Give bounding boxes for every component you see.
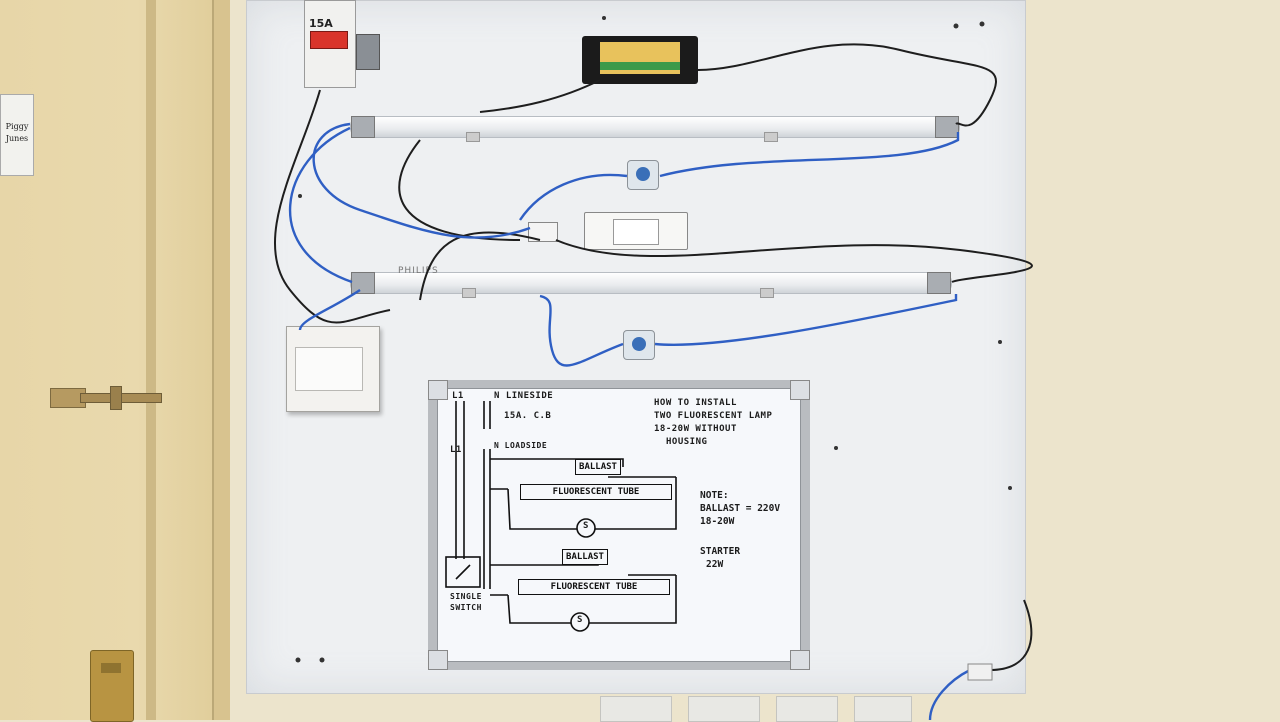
whiteboard-corner [790, 380, 810, 400]
wb-loadside: N LOADSIDE [494, 441, 548, 450]
wb-l1-top: L1 [452, 391, 464, 401]
wb-lineside: N LINESIDE [494, 391, 554, 401]
diagram-switch [445, 556, 481, 588]
wb-breaker: 15A. C.B [504, 411, 552, 421]
door-edge [146, 0, 156, 720]
wb-tube-2: FLUORESCENT TUBE [518, 579, 670, 595]
breaker-lever [310, 31, 348, 49]
switch-rocker [295, 347, 363, 391]
whiteboard-corner [428, 380, 448, 400]
wb-note-line: NOTE: [700, 490, 729, 501]
electronic-ballast [582, 36, 698, 84]
wb-switch-line: SWITCH [450, 603, 482, 612]
wall-plate [854, 696, 912, 722]
door-bolt [50, 386, 166, 410]
tube-clip [764, 132, 778, 142]
tube-end-cap [351, 272, 375, 294]
wb-note: NOTE: BALLAST = 220V 18-20W [700, 489, 780, 528]
starter-top [627, 160, 659, 190]
diagram-wire [507, 575, 677, 624]
ballast-body [613, 219, 659, 245]
tube-clip [466, 132, 480, 142]
tube-clip [760, 288, 774, 298]
wb-starter-2: S [577, 615, 583, 625]
tube-end-cap [927, 272, 951, 294]
whiteboard-corner [428, 650, 448, 670]
wall-plate [688, 696, 760, 722]
diagram-starter-2 [570, 612, 590, 632]
wb-ballast-1: BALLAST [575, 459, 621, 475]
wb-starter-note: STARTER 22W [700, 545, 740, 571]
wall-plate [600, 696, 672, 722]
wall-sockets [600, 692, 912, 722]
tube-clip [462, 288, 476, 298]
wb-title-line: TWO FLUORESCENT LAMP [654, 411, 773, 421]
door-frame [212, 0, 230, 720]
wb-title-line: HOUSING [666, 437, 708, 447]
tube-end-cap [935, 116, 959, 138]
wb-starter-1: S [583, 521, 589, 531]
wb-title-line: 18-20W WITHOUT [654, 424, 737, 434]
terminal-connector [356, 34, 380, 70]
wb-title: HOW TO INSTALL TWO FLUORESCENT LAMP 18-2… [654, 397, 772, 449]
wiring-diagram [445, 401, 677, 632]
terminal-block [528, 222, 558, 242]
fluorescent-tube-top [350, 116, 960, 138]
tube-brand: PHILIPS [398, 266, 439, 276]
wb-note-line: BALLAST = 220V [700, 503, 781, 514]
ballast-label [600, 42, 680, 74]
circuit-breaker: 15A [304, 0, 356, 88]
breaker-rating: 15A [309, 17, 333, 30]
whiteboard-corner [790, 650, 810, 670]
wb-l1-mid: L1 [450, 445, 462, 455]
door [0, 0, 228, 720]
diagram-switch-toggle [455, 564, 471, 580]
tube-end-cap [351, 116, 375, 138]
wb-note-line: 18-20W [700, 516, 735, 527]
door-lock [90, 650, 134, 722]
whiteboard: L1 N LINESIDE 15A. C.B L1 N LOADSIDE HOW… [428, 380, 810, 670]
wall-plate [776, 696, 838, 722]
wb-starter-note-line: 22W [706, 559, 724, 570]
whiteboard-surface: L1 N LINESIDE 15A. C.B L1 N LOADSIDE HOW… [437, 388, 801, 662]
wall-switch [286, 326, 380, 412]
wb-starter-note-line: STARTER [700, 546, 741, 557]
diagram-wire [490, 458, 624, 467]
wb-switch-line: SINGLE [450, 592, 482, 601]
bolt-knob [110, 386, 122, 410]
wb-ballast-2: BALLAST [562, 549, 608, 565]
magnetic-ballast [584, 212, 688, 250]
starter-bottom [623, 330, 655, 360]
wb-title-line: HOW TO INSTALL [654, 398, 737, 408]
door-sign: Piggy Junes [0, 94, 34, 176]
diagram-starter-1 [576, 518, 596, 538]
wb-tube-1: FLUORESCENT TUBE [520, 484, 672, 500]
fluorescent-tube-bottom [350, 272, 952, 294]
wb-switch-label: SINGLE SWITCH [450, 591, 482, 613]
